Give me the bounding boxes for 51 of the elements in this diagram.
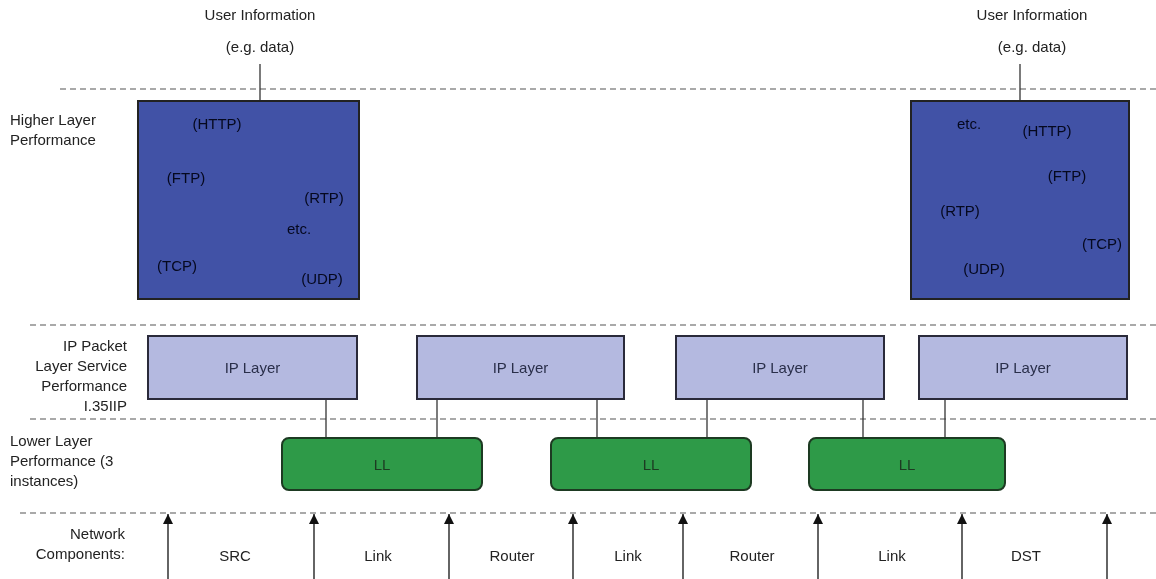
connector-line	[944, 399, 946, 438]
box-label: LL	[373, 455, 391, 473]
box-label: IP Layer	[224, 359, 281, 376]
connector-line	[436, 399, 438, 438]
protocol-label: (UDP)	[963, 260, 1005, 277]
ip-layer-box	[675, 335, 885, 400]
protocol-label: (RTP)	[304, 189, 344, 206]
connector-line	[259, 63, 261, 101]
lower-layer-box	[550, 437, 752, 491]
protocol-label: (FTP)	[166, 169, 206, 186]
protocol-stack-box	[137, 100, 360, 300]
box-label: IP Layer	[995, 359, 1051, 376]
ip-layer-box	[416, 335, 625, 400]
box-label: LL	[898, 455, 916, 473]
ip-layer-box	[918, 335, 1128, 400]
connector-line	[862, 399, 864, 438]
box-label: IP Layer	[492, 359, 549, 376]
lower-layer-box	[808, 437, 1006, 491]
layer-label: Network Components:	[34, 524, 125, 564]
layer-label: Higher Layer Performance	[10, 110, 97, 150]
protocol-stack-box	[910, 100, 1130, 300]
connector-line	[706, 399, 708, 438]
component-label: Router	[729, 546, 775, 566]
protocol-label: etc.	[286, 220, 312, 237]
connector-line	[325, 399, 327, 438]
protocol-label: (FTP)	[1047, 167, 1087, 184]
caption-text: User Information	[204, 6, 316, 23]
layer-label: IP Packet Layer Service Performance I.35IIP	[34, 336, 127, 416]
connector-line	[1019, 63, 1021, 101]
lower-layer-box	[281, 437, 483, 491]
component-label: Router	[489, 546, 535, 566]
protocol-label: (RTP)	[940, 202, 980, 219]
protocol-label: (TCP)	[157, 257, 197, 274]
protocol-label: (HTTP)	[1022, 122, 1072, 139]
connector-line	[596, 399, 598, 438]
caption-text: User Information	[976, 6, 1088, 23]
caption-text: (e.g. data)	[225, 38, 295, 55]
box-label: IP Layer	[752, 359, 808, 376]
component-label: SRC	[219, 546, 251, 566]
protocol-label: (UDP)	[301, 270, 343, 287]
component-label: Link	[878, 546, 906, 566]
layer-label: Lower Layer Performance (3 instances)	[10, 431, 115, 491]
caption-text: (e.g. data)	[997, 38, 1067, 55]
ip-layer-box	[147, 335, 358, 400]
protocol-label: (HTTP)	[192, 115, 242, 132]
component-label: Link	[614, 546, 642, 566]
component-label: DST	[1011, 546, 1041, 566]
protocol-label: etc.	[956, 115, 982, 132]
component-label: Link	[364, 546, 392, 566]
protocol-label: (TCP)	[1082, 235, 1122, 252]
box-label: LL	[642, 455, 660, 473]
